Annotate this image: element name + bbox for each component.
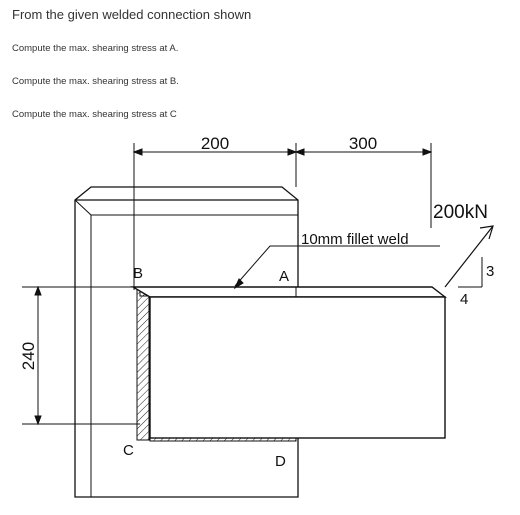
problem-title: From the given welded connection shown: [12, 7, 252, 22]
slope-horizontal: 4: [460, 291, 468, 308]
weld-note: 10mm fillet weld: [301, 231, 409, 248]
question-c: Compute the max. shearing stress at C: [12, 109, 177, 120]
dim-left: 240: [19, 342, 38, 370]
point-c: C: [123, 442, 134, 459]
dimension-lines: [22, 143, 433, 426]
question-b: Compute the max. shearing stress at B.: [12, 76, 179, 87]
dim-top-left: 200: [201, 134, 229, 153]
point-b: B: [133, 265, 143, 282]
weld-left: [136, 289, 150, 441]
attached-bar: [130, 286, 448, 439]
load-arrow: [444, 225, 494, 288]
weld-leader: [233, 245, 440, 290]
load-label: 200kN: [433, 202, 488, 223]
slope-vertical: 3: [486, 263, 494, 280]
dim-top-right: 300: [349, 134, 377, 153]
point-d: D: [275, 453, 286, 470]
point-a: A: [279, 268, 289, 285]
question-a: Compute the max. shearing stress at A.: [12, 43, 179, 54]
